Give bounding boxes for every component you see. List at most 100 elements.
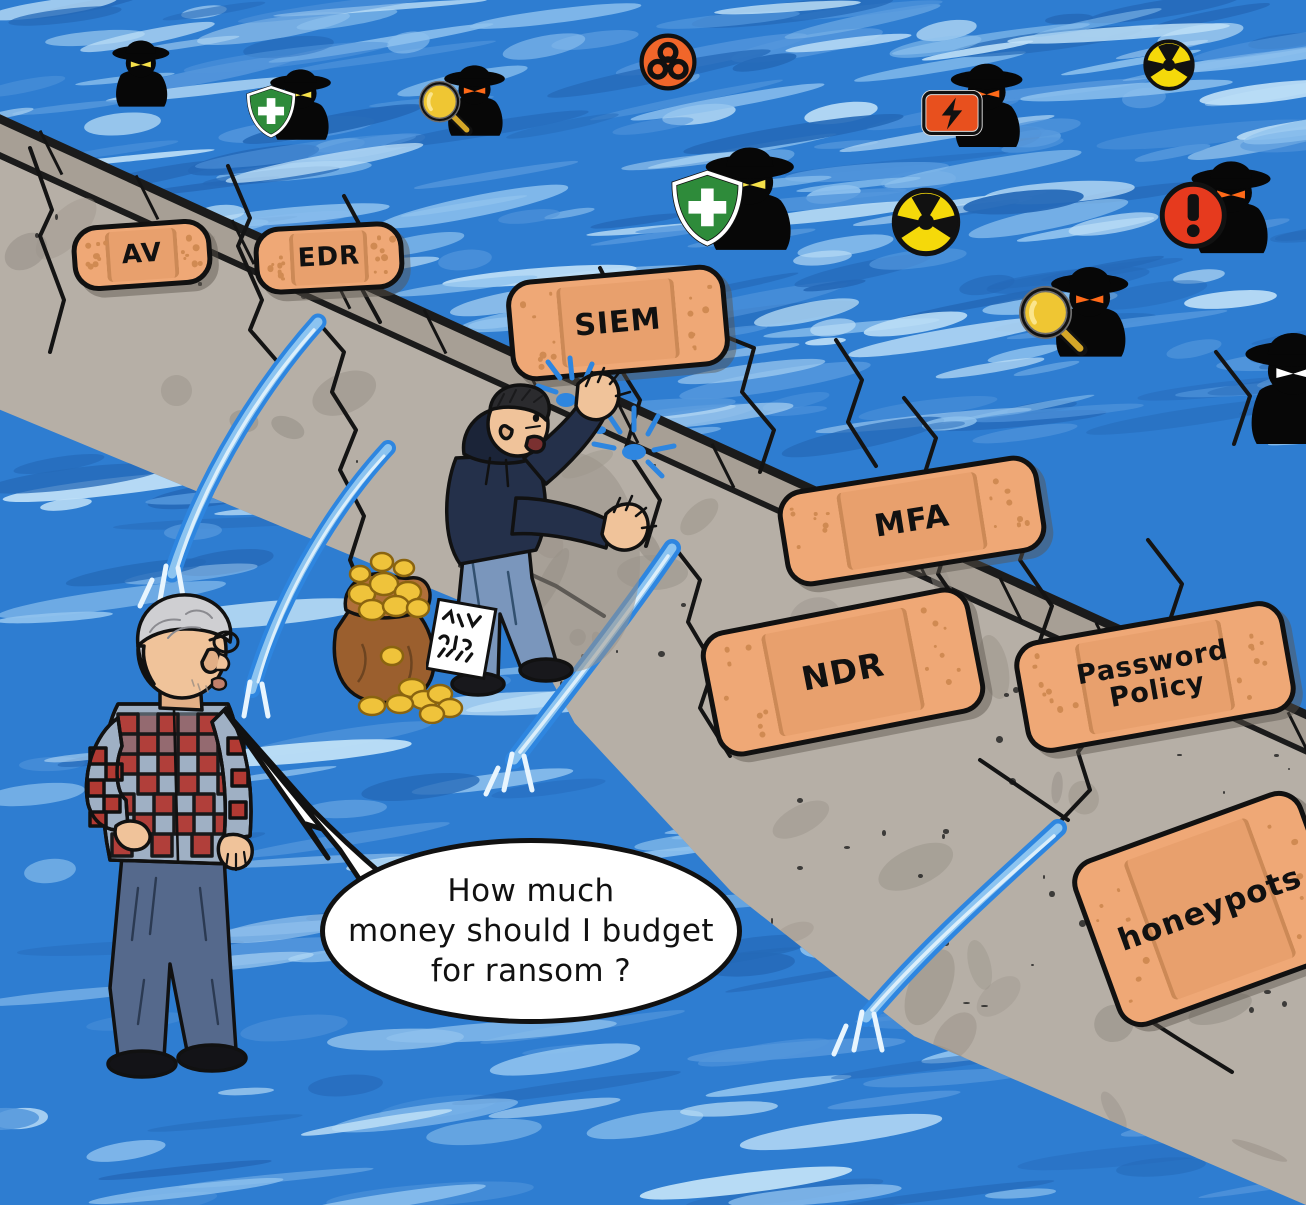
bandaid-dot bbox=[687, 310, 694, 317]
bandaid-dot bbox=[519, 300, 527, 309]
bandaid-dot bbox=[692, 346, 697, 351]
bandaid-dot bbox=[379, 248, 385, 254]
bandaid-mfa: MFA bbox=[773, 451, 1051, 591]
radiation-icon bbox=[1143, 39, 1195, 91]
bandaid-dot bbox=[271, 262, 275, 266]
hacker-shield-large bbox=[668, 128, 812, 272]
bandaid-dot bbox=[723, 646, 731, 653]
speech-bubble: How much money should I budget for ranso… bbox=[320, 838, 742, 1024]
bandaid-dot bbox=[1142, 956, 1152, 966]
ransom-note bbox=[426, 598, 498, 681]
magnifier-icon bbox=[418, 80, 473, 136]
bandaid-dot bbox=[551, 340, 556, 345]
bandaid-dot bbox=[813, 516, 817, 521]
bandaid-dot bbox=[1266, 824, 1273, 830]
bandaid-dot bbox=[993, 524, 998, 529]
bandaid-dot bbox=[550, 353, 558, 361]
hacker-silhouette bbox=[1051, 267, 1129, 357]
magnifier-icon bbox=[1019, 286, 1088, 357]
bandaid-label: AV bbox=[120, 237, 164, 271]
radiation-badge-top bbox=[1142, 38, 1223, 119]
bandaid-dot bbox=[687, 331, 695, 339]
bandaid-dot bbox=[182, 256, 187, 261]
bandaid-dot bbox=[376, 235, 382, 241]
bandaid-dot bbox=[707, 284, 713, 290]
bandaid-honeypots: honeypots bbox=[1064, 783, 1306, 1035]
bandaid-dot bbox=[789, 506, 794, 511]
bandaid-dot bbox=[1262, 660, 1268, 667]
bandaid-dot bbox=[1290, 837, 1299, 847]
bandaid-dot bbox=[745, 643, 752, 651]
bandaid-dot bbox=[758, 730, 767, 739]
hacker-big-white-eyes bbox=[1204, 312, 1306, 468]
shield-plus-icon bbox=[246, 84, 296, 138]
bandaid-dot bbox=[755, 712, 763, 720]
hacker-power-surge bbox=[920, 48, 1037, 165]
bandaid-dot bbox=[383, 269, 389, 275]
bandaid-dot bbox=[726, 661, 733, 667]
bandaid-dot bbox=[267, 265, 274, 272]
bandaid-password-policy: Password Policy bbox=[1010, 597, 1300, 757]
hacker-silhouette bbox=[1245, 333, 1306, 444]
bandaid-dot bbox=[762, 708, 769, 715]
bandaid-dot bbox=[939, 651, 946, 658]
hacker-magnifier-right bbox=[1018, 250, 1144, 376]
bandaid-dot bbox=[532, 314, 537, 319]
biohazard-icon bbox=[639, 33, 697, 91]
bandaid-dot bbox=[942, 626, 947, 631]
alert-exclamation-icon bbox=[1159, 181, 1227, 249]
bandaid-dot bbox=[813, 511, 818, 516]
shield-plus-icon bbox=[671, 170, 744, 247]
bandaid-dot bbox=[373, 270, 378, 275]
bandaid-dot bbox=[380, 254, 389, 262]
bandaid-dot bbox=[920, 607, 928, 614]
bandaid-ndr: NDR bbox=[696, 583, 990, 761]
bandaid-dot bbox=[796, 544, 801, 549]
bandaid-dot bbox=[1045, 688, 1053, 696]
bandaid-dot bbox=[1135, 975, 1143, 983]
hacker-silhouette bbox=[112, 40, 170, 107]
bandaid-dot bbox=[1048, 698, 1054, 704]
bandaid-dot bbox=[84, 242, 92, 250]
bandaid-dot bbox=[1128, 998, 1134, 1004]
bandaid-dot bbox=[822, 527, 828, 534]
bandaid-dot bbox=[192, 260, 197, 266]
bandaid-dot bbox=[701, 305, 709, 314]
bandaid-dot bbox=[1299, 894, 1305, 901]
bandaid-dot bbox=[933, 644, 938, 649]
hacker-alert bbox=[1158, 144, 1287, 273]
bandaid-dot bbox=[1072, 701, 1080, 709]
speech-bubble-text: How much money should I budget for ranso… bbox=[348, 872, 714, 990]
bandaid-label: EDR bbox=[297, 240, 361, 274]
bandaid-dot bbox=[723, 695, 730, 702]
bandaid-dot bbox=[192, 244, 200, 252]
bandaid-dot bbox=[1024, 519, 1031, 526]
bandaid-dot bbox=[688, 296, 693, 301]
bandaid-dot bbox=[92, 252, 100, 260]
bandaid-dot bbox=[955, 667, 961, 673]
bandaid-dot bbox=[1098, 903, 1104, 909]
bandaid-dot bbox=[1295, 932, 1303, 940]
radiation-icon bbox=[891, 187, 961, 257]
bandaid-dot bbox=[96, 242, 101, 246]
bandaid-dot bbox=[102, 240, 108, 246]
bandaid-dot bbox=[1031, 664, 1038, 670]
bandaid-edr: EDR bbox=[252, 220, 406, 296]
bandaid-dot bbox=[1004, 487, 1011, 495]
bandaid-dot bbox=[924, 666, 930, 672]
bandaid-dot bbox=[388, 235, 396, 243]
bandaid-dot bbox=[1253, 657, 1260, 665]
bandaid-dot bbox=[279, 255, 284, 260]
bandaid-dot bbox=[1248, 643, 1254, 650]
bandaid-dot bbox=[374, 256, 381, 262]
bandaid-label: SIEM bbox=[573, 301, 663, 344]
bandaid-dot bbox=[1038, 681, 1045, 688]
bandaid-dot bbox=[370, 242, 378, 250]
bandaid-dot bbox=[1246, 694, 1253, 701]
hacker-magnifier bbox=[418, 52, 517, 151]
power-bolt-icon bbox=[921, 89, 983, 136]
bandaid-dot bbox=[945, 678, 953, 686]
bandaid-dot bbox=[197, 261, 203, 267]
bandaid-dot bbox=[790, 511, 797, 518]
